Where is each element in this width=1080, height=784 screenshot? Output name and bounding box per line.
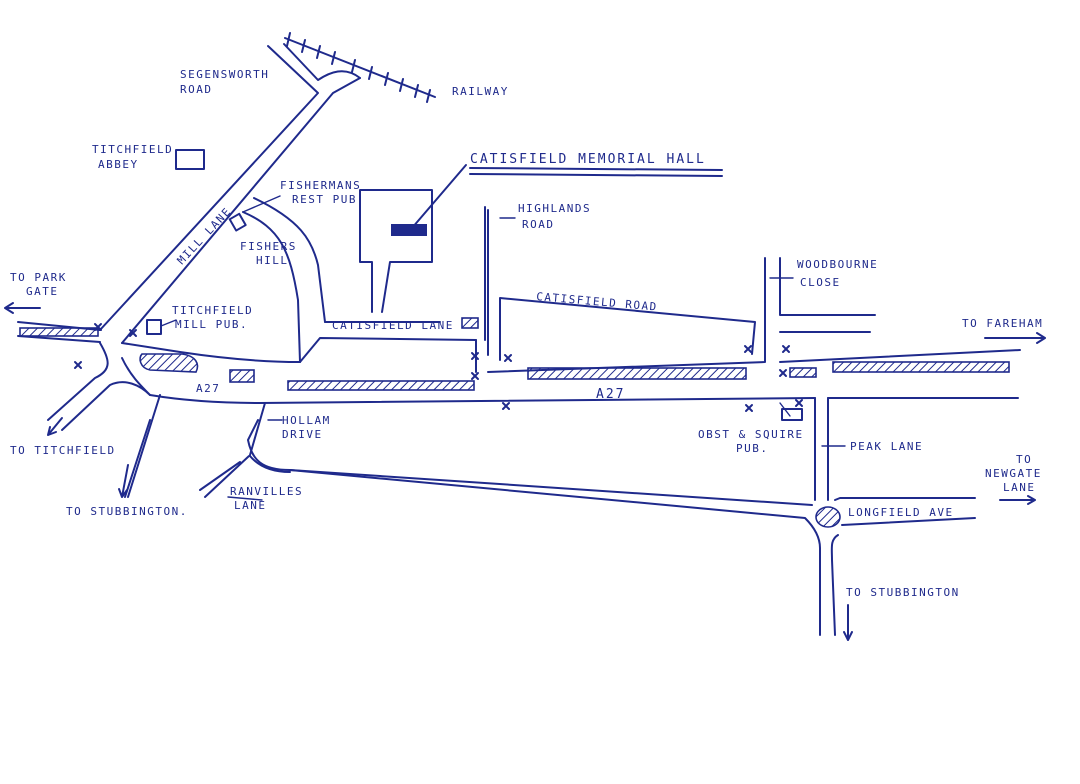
- catisfield-road-road: [487, 209, 756, 361]
- fishers-hill-road: [242, 197, 326, 363]
- label-woodbourne-2: CLOSE: [800, 276, 841, 289]
- direction-arrows: [4, 302, 1046, 641]
- label-fishermans-1: FISHERMANS: [280, 179, 361, 192]
- label-fishermans-2: REST PUB: [292, 193, 357, 206]
- label-to-stubbington-right: TO STUBBINGTON: [846, 586, 960, 599]
- label-obst-squire-1: OBST & SQUIRE: [698, 428, 804, 441]
- arrow-titchfield: [47, 417, 63, 436]
- railway-line: [284, 37, 436, 98]
- hatch-a27-3: [789, 367, 817, 378]
- label-mill-lane: MILL LANE: [175, 205, 234, 267]
- label-fishers-hill-2: HILL: [256, 254, 289, 267]
- arrow-newgate-lane: [999, 495, 1036, 505]
- label-park-gate-1: TO PARK: [10, 271, 67, 284]
- hollam-lower-edge: [249, 455, 291, 473]
- label-highlands-1: HIGHLANDS: [518, 202, 591, 215]
- woodbourne-close-road: [764, 257, 876, 361]
- memorial-hall-pointer: [411, 164, 467, 229]
- label-hollam-2: DRIVE: [282, 428, 323, 441]
- label-longfield-ave: LONGFIELD AVE: [848, 506, 954, 519]
- label-railway: RAILWAY: [452, 85, 509, 98]
- label-titchfield-abbey-1: TITCHFIELD: [92, 143, 173, 156]
- label-a27-left: A27: [196, 382, 220, 395]
- catisfield-lane-road: [299, 321, 477, 363]
- label-catisfield-lane: CATISFIELD LANE: [332, 319, 454, 332]
- arrow-park-gate: [4, 302, 41, 314]
- arrow-stubbington-left: [118, 464, 129, 498]
- memorial-hall-marker: [391, 224, 427, 236]
- west-roundabout-roads: [47, 342, 161, 498]
- label-to-stubbington-left: TO STUBBINGTON.: [66, 505, 188, 518]
- label-catisfield-road: CATISFIELD ROAD: [536, 290, 659, 314]
- label-woodbourne-1: WOODBOURNE: [797, 258, 878, 271]
- crossing-marks: [74, 323, 803, 412]
- label-segensworth-1: SEGENSWORTH: [180, 68, 269, 81]
- label-a27-center: A27: [596, 387, 625, 402]
- road-network: [17, 32, 1021, 636]
- mill-lane-road: [99, 45, 361, 344]
- label-obst-squire-2: PUB.: [736, 442, 769, 455]
- arrow-stubbington-right: [843, 604, 853, 641]
- label-peak-lane: PEAK LANE: [850, 440, 923, 453]
- label-ranvilles-1: RANVILLES: [230, 485, 303, 498]
- titchfield-abbey-building: [175, 149, 205, 170]
- label-fishers-hill-1: FISHERS: [240, 240, 297, 253]
- hatch-roundabout: [139, 353, 199, 373]
- arrow-fareham: [984, 332, 1046, 344]
- memorial-hall-plot: [359, 189, 433, 313]
- hatched-areas: [19, 317, 1010, 528]
- fishermans-rest-building: [228, 212, 247, 232]
- label-segensworth-2: ROAD: [180, 83, 213, 96]
- hatch-a27-4: [832, 361, 1010, 373]
- railway-ticks: [286, 32, 431, 103]
- titchfield-mill-pub-building: [146, 319, 162, 335]
- label-titchfield-abbey-2: ABBEY: [98, 158, 139, 171]
- hatch-west: [19, 327, 99, 337]
- hollam-drive-road: [199, 402, 813, 506]
- label-newgate-1: TO: [1016, 453, 1032, 466]
- a27-south-edge: [17, 335, 1019, 404]
- segensworth-road-line: [283, 43, 361, 81]
- label-newgate-3: LANE: [1003, 481, 1036, 494]
- longfield-roundabout-roads: [289, 469, 976, 636]
- label-hollam-1: HOLLAM: [282, 414, 331, 427]
- obst-squire-pub-building: [781, 408, 803, 421]
- label-ranvilles-2: LANE: [234, 499, 267, 512]
- peak-lane-road: [814, 397, 829, 501]
- map-title: CATISFIELD MEMORIAL HALL: [470, 152, 706, 167]
- hatch-longfield-roundabout: [815, 506, 841, 528]
- hatch-a27-2: [527, 367, 747, 380]
- hatch-small: [229, 369, 255, 383]
- hatch-a27-1: [287, 380, 475, 391]
- title-underline: [469, 167, 723, 177]
- label-park-gate-2: GATE: [26, 285, 59, 298]
- hatch-catisfield-lane: [461, 317, 479, 329]
- leader-lines: [160, 195, 846, 501]
- label-highlands-2: ROAD: [522, 218, 555, 231]
- label-to-fareham: TO FAREHAM: [962, 317, 1043, 330]
- label-newgate-2: NEWGATE: [985, 467, 1042, 480]
- label-to-titchfield: TO TITCHFIELD: [10, 444, 116, 457]
- label-mill-pub-2: MILL PUB.: [175, 318, 248, 331]
- label-mill-pub-1: TITCHFIELD: [172, 304, 253, 317]
